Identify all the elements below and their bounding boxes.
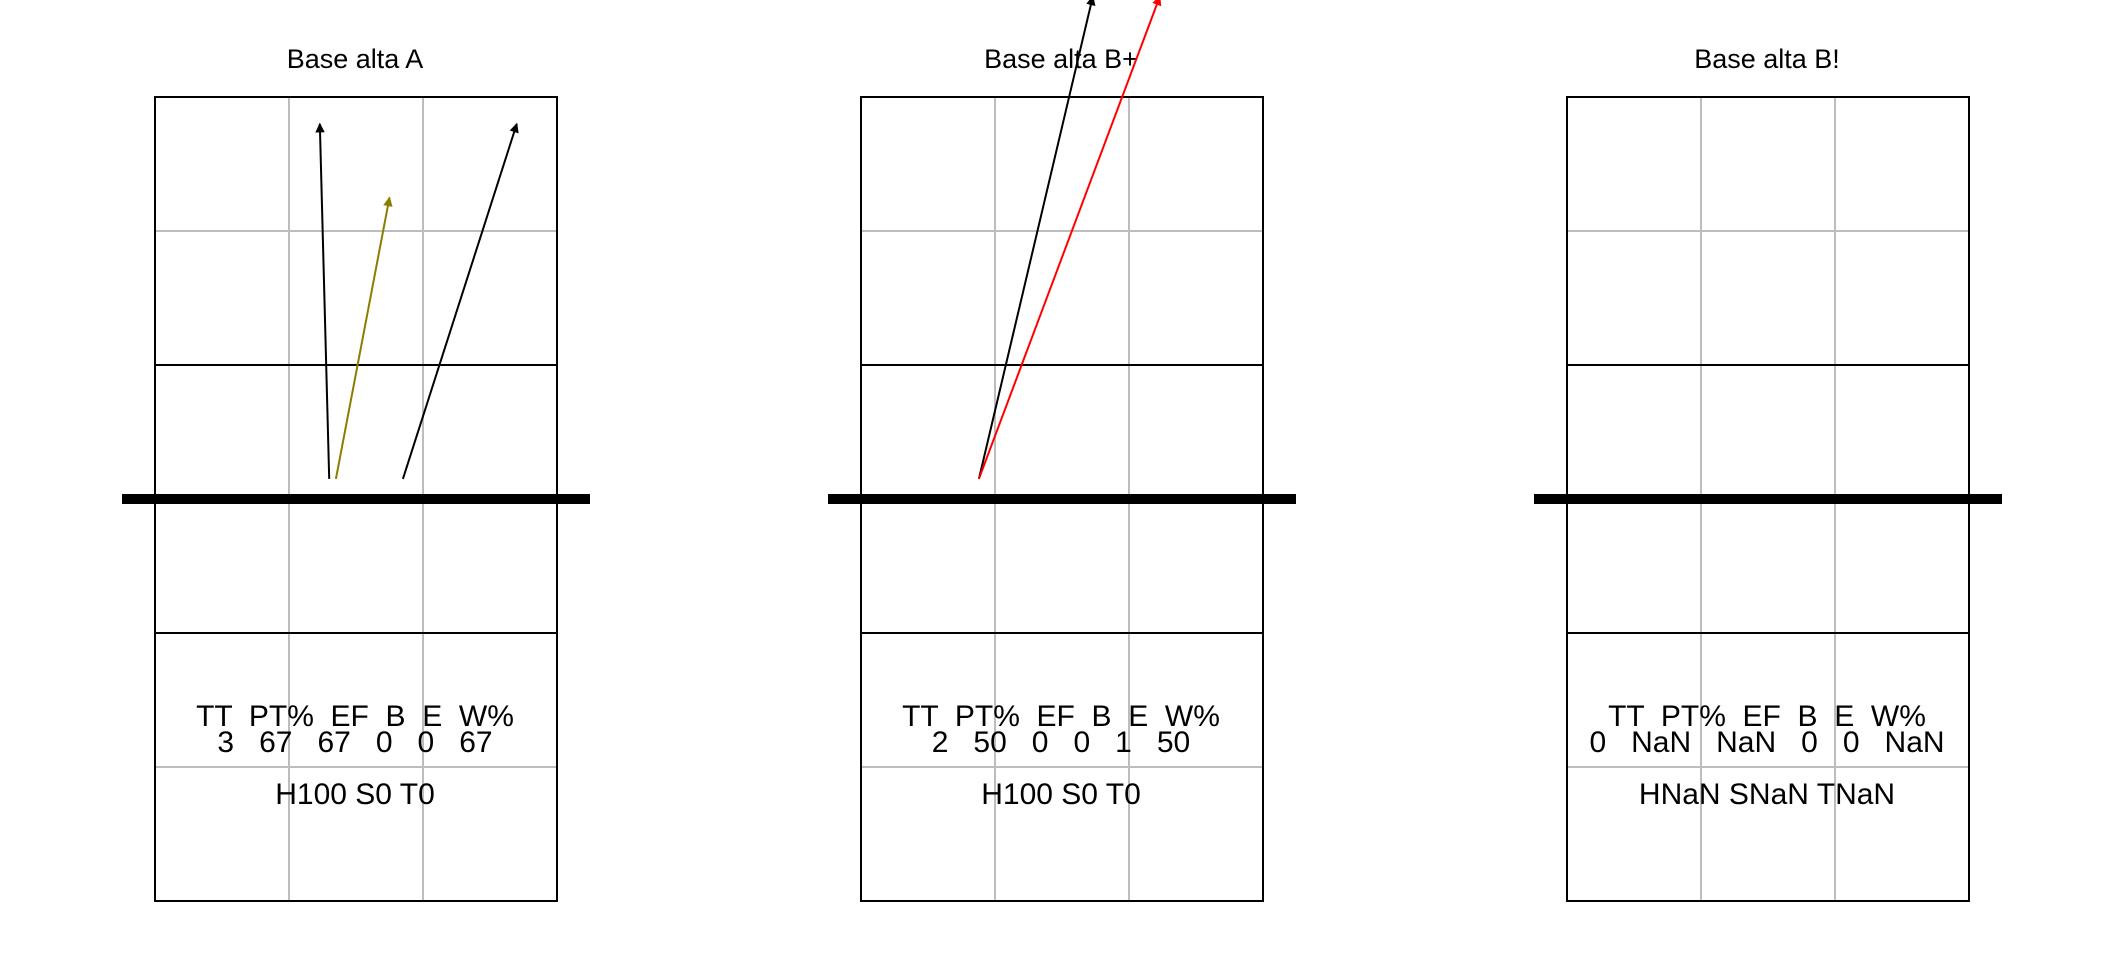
- panel-title: Base alta B!: [1694, 44, 1840, 74]
- attack-arrow: [315, 122, 331, 479]
- stats-footer: H100 S0 T0: [275, 778, 435, 811]
- arrow-shaft: [318, 123, 331, 479]
- arrow-shaft: [401, 123, 518, 480]
- panel-title: Base alta A: [287, 44, 424, 74]
- arrow-shaft: [334, 197, 391, 480]
- attack-arrow: [977, 0, 1096, 480]
- stats-header: TT PT% EF B E W%: [1608, 700, 1926, 733]
- court-panel-1: Base alta A TT PT% EF B E W% 3 67 67 0 0…: [122, 44, 590, 902]
- arrow-head: [315, 122, 325, 133]
- attack-arrow: [977, 0, 1162, 480]
- stats-values: 2 50 0 0 1 50: [932, 726, 1191, 759]
- arrow-head: [1086, 0, 1096, 6]
- attack-arrow: [334, 196, 393, 480]
- arrow-shaft: [977, 0, 1160, 480]
- panel-title: Base alta B+: [984, 44, 1138, 74]
- stats-footer: H100 S0 T0: [981, 778, 1141, 811]
- stats-values: 0 NaN NaN 0 0 NaN: [1589, 726, 1944, 759]
- stats-footer: HNaN SNaN TNaN: [1639, 778, 1895, 811]
- court-panel-2: Base alta B+ TT PT% EF B E W% 2 50 0 0 1…: [828, 0, 1296, 902]
- attack-arrow: [401, 122, 519, 480]
- stats-header: TT PT% EF B E W%: [196, 700, 514, 733]
- court-panel-3: Base alta B! TT PT% EF B E W% 0 NaN NaN …: [1534, 44, 2002, 902]
- arrow-head: [383, 196, 393, 207]
- stats-header: TT PT% EF B E W%: [902, 700, 1220, 733]
- arrow-head: [1152, 0, 1162, 7]
- arrow-head: [509, 122, 519, 134]
- arrow-shaft: [977, 0, 1094, 480]
- stats-values: 3 67 67 0 0 67: [217, 726, 492, 759]
